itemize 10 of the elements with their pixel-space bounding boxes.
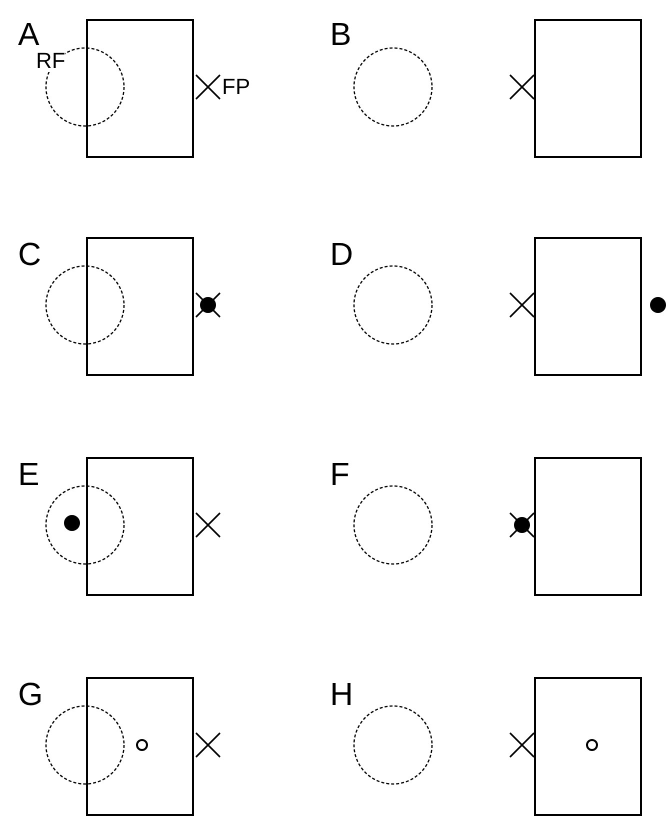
panel-letter: G [18, 678, 43, 710]
panel-letter: B [330, 18, 352, 50]
panel-letter: C [18, 238, 42, 270]
abbreviation-label: RF [36, 50, 66, 72]
panel-letter: F [330, 458, 350, 490]
panel-letter: A [18, 18, 40, 50]
abbreviation-label: FP [222, 76, 250, 98]
panel-letter: D [330, 238, 354, 270]
panel-letter: H [330, 678, 354, 710]
panel-letter: E [18, 458, 40, 490]
